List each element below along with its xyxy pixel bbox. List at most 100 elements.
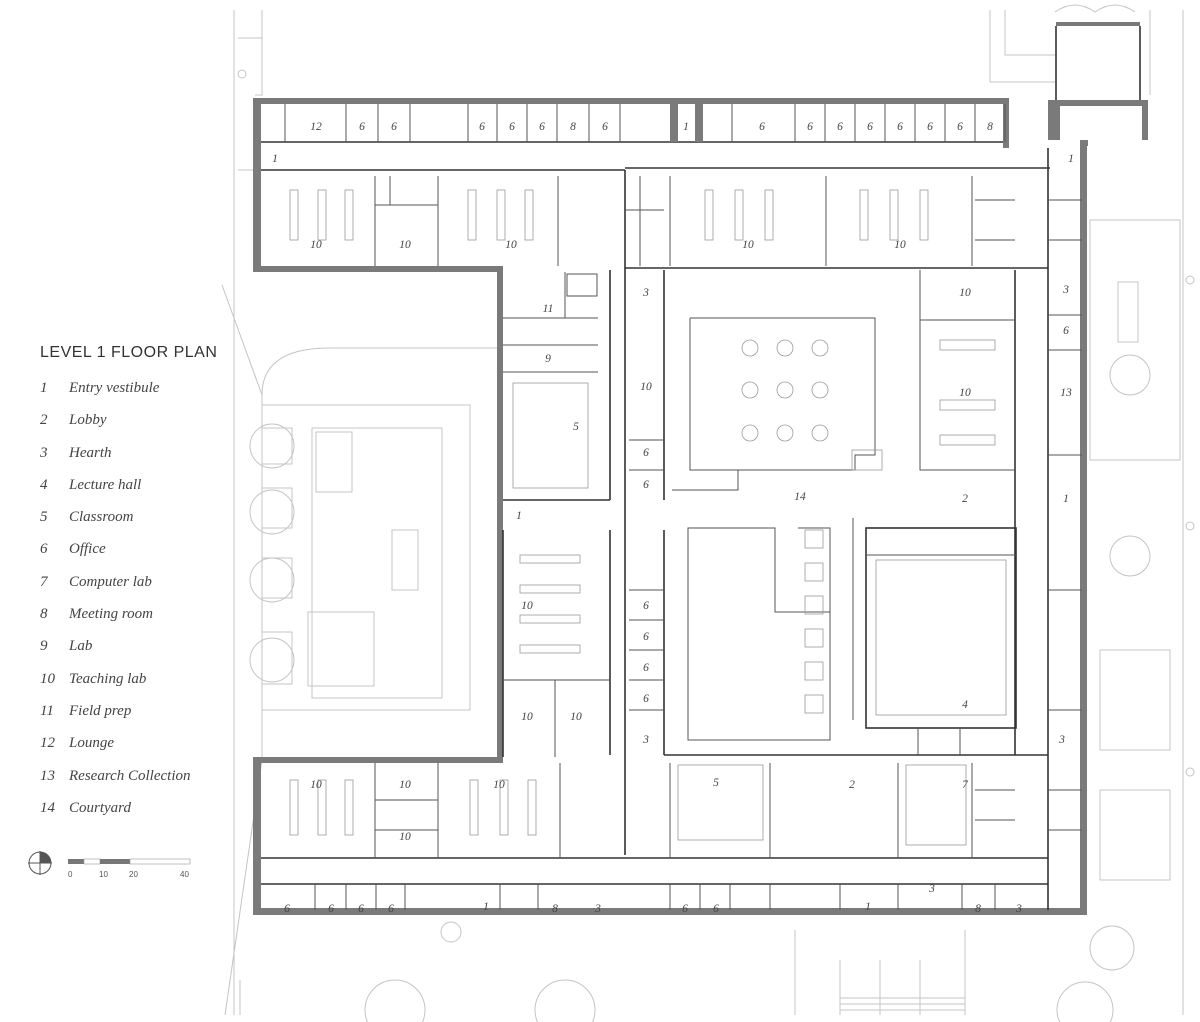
room-label: 3 xyxy=(594,903,601,915)
room-label: 6 xyxy=(643,447,649,459)
room-label: 6 xyxy=(643,693,649,705)
room-label: 6 xyxy=(643,662,649,674)
legend-item: 12 Lounge xyxy=(40,735,240,767)
room-label: 1 xyxy=(1063,493,1069,505)
room-label: 6 xyxy=(957,121,963,133)
legend-label: Research Collection xyxy=(69,767,191,784)
room-label: 8 xyxy=(975,903,981,915)
legend-number: 14 xyxy=(40,799,55,816)
site-context xyxy=(221,4,1195,1022)
legend-label: Field prep xyxy=(69,702,132,719)
legend-label: Office xyxy=(69,541,106,558)
room-label: 8 xyxy=(987,121,993,133)
legend-number: 6 xyxy=(40,541,48,558)
room-label: 6 xyxy=(927,121,933,133)
room-label: 1 xyxy=(683,121,689,133)
room-label: 6 xyxy=(284,903,290,915)
room-label: 6 xyxy=(358,903,364,915)
room-label: 5 xyxy=(713,777,719,789)
room-label: 1 xyxy=(483,901,489,913)
room-label: 6 xyxy=(713,903,719,915)
legend-number: 10 xyxy=(40,670,55,687)
room-label: 10 xyxy=(959,287,971,299)
legend-item: 6 Office xyxy=(40,541,240,573)
room-label: 3 xyxy=(642,287,649,299)
room-label: 10 xyxy=(310,779,322,791)
legend-label: Classroom xyxy=(69,509,134,526)
room-label: 6 xyxy=(479,121,485,133)
legend-label: Hearth xyxy=(69,444,112,461)
plan-title: LEVEL 1 FLOOR PLAN xyxy=(40,344,218,361)
room-label: 6 xyxy=(759,121,765,133)
room-label: 5 xyxy=(573,421,579,433)
scale-label: 10 xyxy=(99,870,108,879)
room-label: 8 xyxy=(552,903,558,915)
room-label: 10 xyxy=(493,779,505,791)
room-label: 6 xyxy=(643,479,649,491)
scale-label: 40 xyxy=(180,870,189,879)
room-labels: 12 6 6 6 6 6 8 6 1 6 6 6 6 6 6 6 8 1 1 1… xyxy=(272,121,1074,915)
legend-number: 9 xyxy=(40,638,48,655)
room-label: 6 xyxy=(867,121,873,133)
room-label: 6 xyxy=(359,121,365,133)
legend-number: 13 xyxy=(40,767,55,784)
room-label: 6 xyxy=(837,121,843,133)
legend-number: 8 xyxy=(40,606,48,623)
legend-label: Computer lab xyxy=(69,573,152,590)
legend-item: 8 Meeting room xyxy=(40,606,240,638)
room-label: 3 xyxy=(1015,903,1022,915)
room-label: 3 xyxy=(1058,734,1065,746)
room-label: 10 xyxy=(521,600,533,612)
room-label: 8 xyxy=(570,121,576,133)
legend-number: 12 xyxy=(40,735,55,752)
legend-item: 2 Lobby xyxy=(40,412,240,444)
room-label: 6 xyxy=(682,903,688,915)
exterior-walls xyxy=(253,22,1148,915)
legend-number: 3 xyxy=(40,444,48,461)
room-label: 4 xyxy=(962,699,968,711)
room-label: 9 xyxy=(545,353,551,365)
room-label: 6 xyxy=(643,631,649,643)
legend-label: Lounge xyxy=(69,735,114,752)
legend-item: 11 Field prep xyxy=(40,703,240,735)
scale-bar: 0 10 20 40 xyxy=(68,858,191,879)
legend-label: Lab xyxy=(69,638,93,655)
legend-number: 1 xyxy=(40,380,48,396)
legend-label: Lobby xyxy=(69,412,107,429)
legend-item: 3 Hearth xyxy=(40,445,240,477)
room-label: 1 xyxy=(516,510,522,522)
room-label: 3 xyxy=(1062,284,1069,296)
room-label: 2 xyxy=(849,779,855,791)
room-label: 1 xyxy=(865,901,871,913)
furniture xyxy=(289,189,1007,943)
legend-number: 2 xyxy=(40,412,48,429)
legend-number: 11 xyxy=(40,702,54,719)
room-label: 13 xyxy=(1060,387,1072,399)
north-arrow xyxy=(28,851,52,875)
room-label: 1 xyxy=(1068,153,1074,165)
room-label: 7 xyxy=(962,779,969,791)
legend-label: Teaching lab xyxy=(69,670,147,687)
legend-item: 10 Teaching lab xyxy=(40,671,240,703)
scale-label: 20 xyxy=(129,870,138,879)
room-label: 11 xyxy=(543,303,554,315)
room-label: 6 xyxy=(388,903,394,915)
room-label: 3 xyxy=(642,734,649,746)
interior-walls xyxy=(261,100,1082,910)
room-label: 10 xyxy=(570,711,582,723)
room-label: 6 xyxy=(807,121,813,133)
room-label: 10 xyxy=(894,239,906,251)
room-label: 10 xyxy=(310,239,322,251)
room-label: 10 xyxy=(399,831,411,843)
legend-label: Meeting room xyxy=(69,606,154,623)
legend-number: 4 xyxy=(40,476,48,493)
room-label: 6 xyxy=(509,121,515,133)
room-label: 12 xyxy=(310,121,322,133)
room-label: 3 xyxy=(928,883,935,895)
room-label: 6 xyxy=(328,903,334,915)
room-label: 10 xyxy=(505,239,517,251)
